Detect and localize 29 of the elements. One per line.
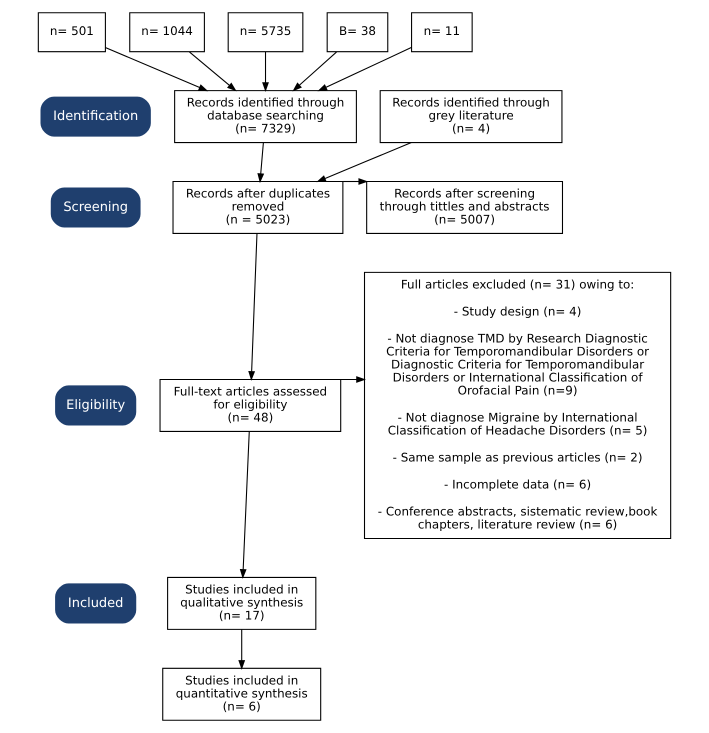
arrow	[105, 47, 208, 92]
arrow	[316, 142, 412, 182]
arrow	[238, 630, 246, 670]
arrow	[257, 142, 264, 184]
arrow	[248, 234, 258, 381]
arrow	[292, 52, 337, 92]
node-box: n= 501	[38, 12, 106, 52]
arrow	[343, 178, 368, 185]
node-box: Full articles excluded (n= 31) owing to: - Study design (n= 4) - Not diagnose TMD by Research Diagnostic Criteria for Temporomandibular Disorders or Diagnostic Criteria for Temporomandibular Disorders or International Classification of Orofacial Pain (n=9) - Not diagnose Migraine by International Classification of Headache Disorders (n= 5) - Same sample as previous articles (n= 2) - Incomplete data (n= 6) - Conference abstracts, sistematic review,book chapters, literature review (n= 6)	[364, 272, 672, 540]
node-box: Records after duplicates removed (n = 5023)	[172, 180, 344, 234]
node-box: n= 1044	[129, 12, 205, 52]
node-box: Studies included in qualitative synthesis (n= 17)	[167, 576, 316, 630]
arrow	[262, 52, 269, 92]
arrow	[341, 376, 366, 383]
arrow	[189, 52, 237, 92]
arrow	[240, 432, 250, 579]
node-box: B= 38	[326, 12, 388, 52]
node-box: Studies included in quantitative synthesis (n= 6)	[162, 668, 322, 721]
node-box: Records identified through grey literature (n= 4)	[380, 90, 562, 144]
arrow	[317, 46, 412, 92]
node-box: Screening	[50, 187, 141, 228]
node-box: n= 11	[411, 12, 473, 52]
node-box: Records identified through database searching (n= 7329)	[174, 90, 357, 144]
node-box: Included	[55, 583, 136, 624]
node-box: n= 5735	[228, 12, 304, 52]
node-box: Full-text articles assessed for eligibility (n= 48)	[160, 378, 342, 432]
node-box: Eligibility	[55, 385, 136, 426]
node-box: Identification	[40, 96, 151, 137]
node-box: Records after screening through tittles and abstracts (n= 5007)	[366, 180, 564, 234]
